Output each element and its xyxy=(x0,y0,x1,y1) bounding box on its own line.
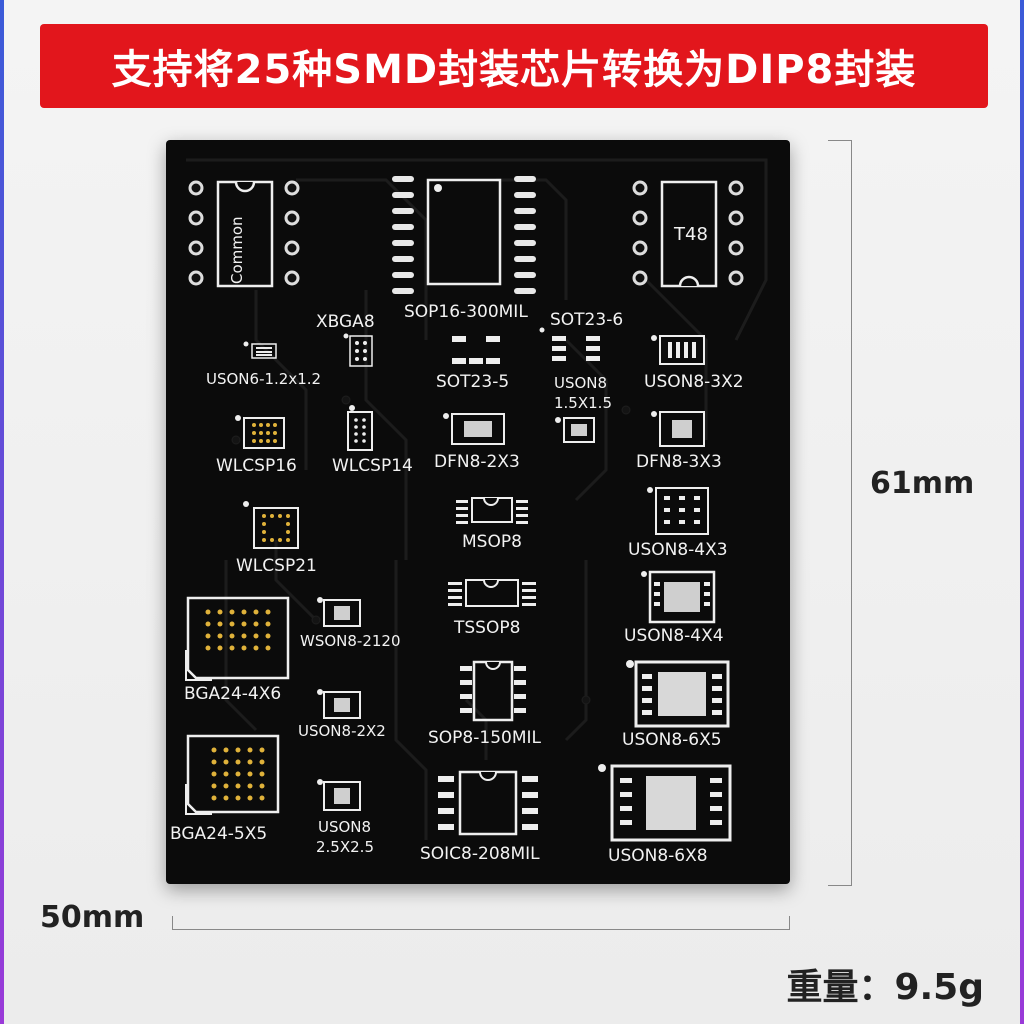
dfn8-3x3-footprint xyxy=(651,411,705,447)
wlcsp14-footprint xyxy=(347,405,373,451)
bga24-4x6-footprint xyxy=(185,596,290,681)
bga24-4x6-label: BGA24-4X6 xyxy=(184,684,282,704)
adapter-pcb-board: Common T48 SOP16-300MIL XBGA8 SOT23-6 US… xyxy=(166,140,790,884)
wlcsp16-footprint xyxy=(235,415,285,449)
bga24-5x5-footprint xyxy=(185,734,280,815)
width-dimension-text: 50mm xyxy=(40,900,145,935)
uson8-4x3-footprint xyxy=(647,487,709,535)
uson8-2.5-size-label: 2.5X2.5 xyxy=(316,838,374,856)
frame-edge-right xyxy=(1020,0,1024,1024)
tssop8-label: TSSOP8 xyxy=(454,618,521,638)
sop16-footprint xyxy=(392,176,536,294)
tssop8-footprint xyxy=(448,579,536,607)
t48-dip-footprint xyxy=(632,180,744,288)
wson8-label: WSON8-2120 xyxy=(300,632,401,650)
pcb-artwork xyxy=(185,158,768,842)
uson8-2x2-footprint xyxy=(317,689,361,719)
wlcsp14-label: WLCSP14 xyxy=(332,456,413,476)
sop8-150mil-label: SOP8-150MIL xyxy=(428,728,541,748)
common-label: Common xyxy=(228,216,246,284)
dfn8-3x3-label: DFN8-3X3 xyxy=(636,452,722,472)
sop16-label: SOP16-300MIL xyxy=(404,302,528,322)
sot23-5-footprint xyxy=(452,336,500,364)
wlcsp21-footprint xyxy=(243,501,299,549)
width-dimension-line xyxy=(172,916,790,930)
xbga8-label: XBGA8 xyxy=(316,312,375,332)
uson8-6x5-label: USON8-6X5 xyxy=(622,730,722,750)
t48-label: T48 xyxy=(674,224,708,245)
sop8-150mil-footprint xyxy=(460,660,526,722)
uson8-2.5-label: USON8 xyxy=(318,818,372,836)
height-dimension-text: 61mm xyxy=(870,466,975,501)
uson8-4x3-label: USON8-4X3 xyxy=(628,540,728,560)
banner-title: 支持将25种SMD封装芯片转换为DIP8封装 xyxy=(111,47,917,93)
soic8-208mil-footprint xyxy=(438,770,538,836)
dfn8-2x3-footprint xyxy=(443,413,505,445)
soic8-208mil-label: SOIC8-208MIL xyxy=(420,844,540,864)
title-banner: 支持将25种SMD封装芯片转换为DIP8封装 xyxy=(40,24,988,108)
frame-edge-left xyxy=(0,0,4,1024)
uson8-6x5-footprint xyxy=(626,660,730,728)
uson8-1.5-label: USON8 xyxy=(554,374,608,392)
uson6-label: USON6-1.2x1.2 xyxy=(206,370,322,388)
msop8-label: MSOP8 xyxy=(462,532,522,552)
uson8-6x8-label: USON8-6X8 xyxy=(608,846,708,866)
uson8-3x2-label: USON8-3X2 xyxy=(644,372,744,392)
uson8-1.5-footprint xyxy=(555,417,595,443)
xbga8-footprint xyxy=(343,333,373,367)
uson6-footprint xyxy=(243,341,277,359)
height-dimension-line xyxy=(828,140,852,886)
weight-text: 重量：9.5g xyxy=(786,967,984,1008)
uson8-4x4-label: USON8-4X4 xyxy=(624,626,724,646)
wlcsp21-label: WLCSP21 xyxy=(236,556,317,576)
uson8-3x2-footprint xyxy=(651,335,705,365)
sot23-5-label: SOT23-5 xyxy=(436,372,510,392)
bga24-5x5-label: BGA24-5X5 xyxy=(170,824,268,844)
sot23-6-label: SOT23-6 xyxy=(550,310,624,330)
uson8-6x8-footprint xyxy=(598,764,732,842)
uson8-2.5-footprint xyxy=(317,779,361,811)
uson8-1.5-size-label: 1.5X1.5 xyxy=(554,394,612,412)
sot23-6-footprint xyxy=(539,327,600,361)
common-dip-footprint xyxy=(188,180,300,288)
dfn8-2x3-label: DFN8-2X3 xyxy=(434,452,520,472)
msop8-footprint xyxy=(456,497,528,524)
wlcsp16-label: WLCSP16 xyxy=(216,456,297,476)
uson8-4x4-footprint xyxy=(641,570,716,624)
wson8-2120-footprint xyxy=(317,597,361,627)
uson8-2x2-label: USON8-2X2 xyxy=(298,722,386,740)
